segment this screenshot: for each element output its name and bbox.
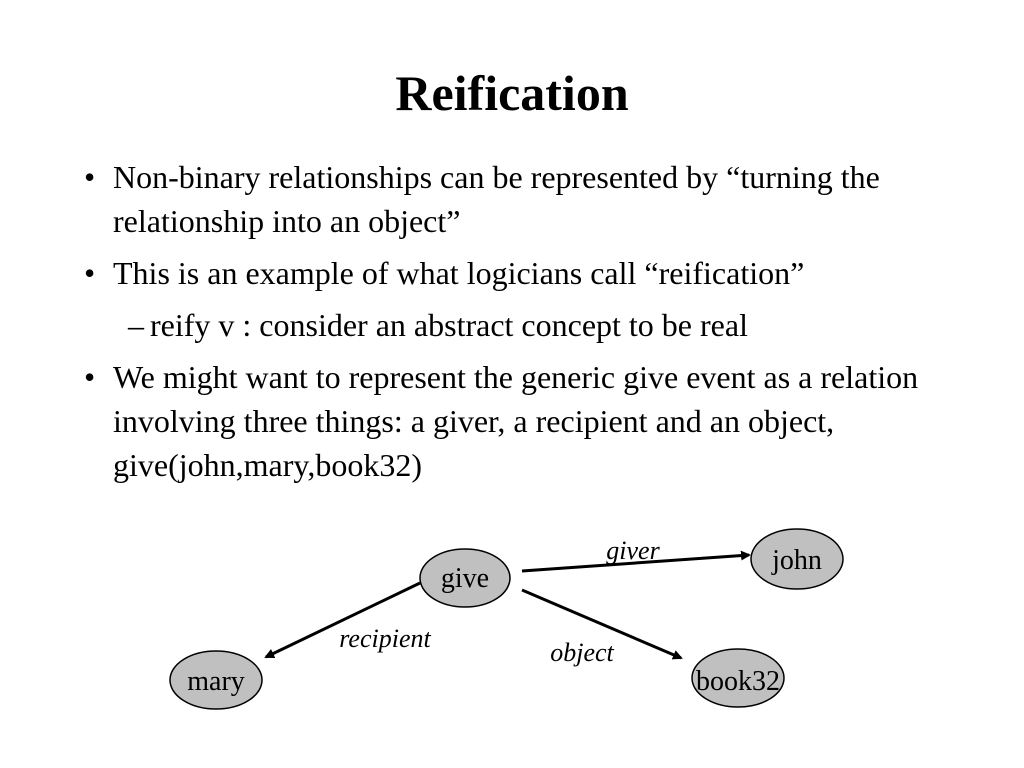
bullet-marker: • [84, 359, 96, 395]
bullet-item: • We might want to represent the generic… [84, 355, 964, 487]
node-mary-shape [169, 650, 263, 710]
node-john-shape [750, 528, 844, 590]
bullet-item: • This is an example of what logicians c… [84, 251, 964, 295]
edge-object-label: object [550, 638, 614, 667]
node-book32-shape [691, 648, 785, 708]
node-give-label: give [441, 563, 489, 594]
node-john-label: john [771, 545, 822, 576]
dash-marker: – [128, 307, 144, 343]
node-give-shape [419, 548, 511, 608]
bullet-list: • Non-binary relationships can be repres… [84, 155, 964, 495]
sub-bullet-item: – reify v : consider an abstract concept… [84, 303, 964, 347]
edge-giver-label: giver [606, 536, 660, 565]
bullet-marker: • [84, 255, 96, 291]
edge-recipient-line [264, 581, 421, 659]
bullet-text: We might want to represent the generic g… [113, 359, 919, 483]
edge-object-line [521, 588, 683, 660]
sub-bullet-text: reify v : consider an abstract concept t… [150, 307, 748, 343]
bullet-text: Non-binary relationships can be represen… [113, 159, 880, 239]
node-give: give [419, 548, 511, 608]
node-book32-label: book32 [696, 666, 780, 697]
node-john: john [750, 528, 844, 590]
slide-title: Reification [395, 65, 629, 121]
node-book32: book32 [691, 648, 785, 708]
node-mary-label: mary [187, 666, 245, 697]
bullet-marker: • [84, 159, 96, 195]
node-mary: mary [169, 650, 263, 710]
edge-recipient-label: recipient [339, 624, 431, 653]
bullet-item: • Non-binary relationships can be repres… [84, 155, 964, 243]
edge-giver-line [521, 550, 751, 573]
bullet-text: This is an example of what logicians cal… [113, 255, 805, 291]
